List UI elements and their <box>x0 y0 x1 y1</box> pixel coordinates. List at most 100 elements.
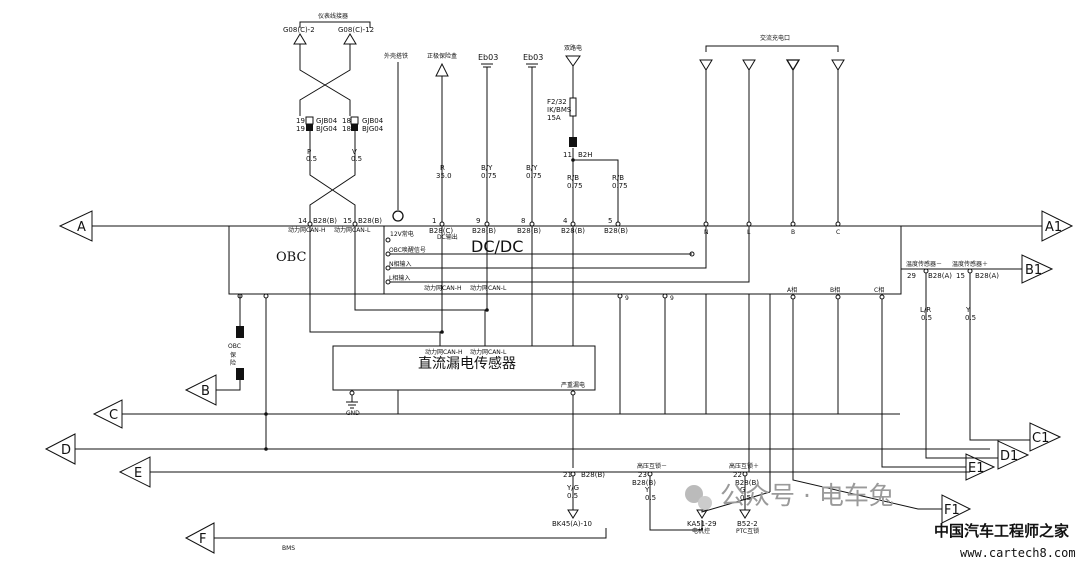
watermark-site-url: www.cartech8.com <box>960 546 1076 560</box>
inner-pin-9a: 9 <box>625 295 629 302</box>
fuse-rating: 15A <box>547 114 561 122</box>
b2h-terminal <box>569 137 577 147</box>
wire-rb1-color: R/B <box>567 174 579 182</box>
obc-fuse-label-2: 保 <box>230 351 236 359</box>
obc-n-input-label: N相输入 <box>389 260 412 268</box>
ka51-sub: 电机控 <box>692 527 710 535</box>
ac-port-terminal-c: C <box>831 59 845 236</box>
pin-4: 4 <box>563 217 568 225</box>
leak-severe-label: 严重漏电 <box>561 381 585 389</box>
b52-terminal-icon <box>739 509 751 519</box>
wire-p-size: 0.5 <box>306 155 317 163</box>
phase-c-label: C相 <box>874 286 884 294</box>
fuse-name: F2/32 <box>547 98 567 106</box>
wire-g-size: 0.5 <box>740 494 751 502</box>
obc-label: OBC <box>276 250 306 265</box>
wire-rb2-size: 0.75 <box>612 182 628 190</box>
pin-8-conn: B28(B) <box>517 227 541 235</box>
pin-15b: 15 <box>956 272 965 280</box>
watermark-wechat: 公众号 · 电车兔 <box>720 481 894 510</box>
dual-circuit-label: 双路电 <box>564 44 582 52</box>
svg-text:A: A <box>77 220 86 235</box>
dcdc-label: DC/DC <box>471 237 523 256</box>
wire-r-size: 35.0 <box>436 172 452 180</box>
g08-left-terminal: G08(C)-2 <box>283 26 315 45</box>
wire-v-size: 0.5 <box>351 155 362 163</box>
wire-yg-size: 0.5 <box>567 492 578 500</box>
svg-text:G08(C)-12: G08(C)-12 <box>338 26 374 34</box>
leak-can-h-label: 动力网CAN-H <box>425 348 462 356</box>
leak-sensor-box <box>332 345 596 391</box>
connector-b: B <box>184 374 217 406</box>
svg-text:D1: D1 <box>1000 449 1018 464</box>
pin-8: 8 <box>521 217 525 225</box>
svg-text:18: 18 <box>342 117 351 125</box>
fuse-conn: B2H <box>578 151 593 159</box>
svg-text:G08(C)-2: G08(C)-2 <box>283 26 315 34</box>
pin-22-conn: B28(B) <box>735 479 759 487</box>
pin-14-conn: B28(B) <box>313 217 337 225</box>
wire-g-color: G <box>740 486 745 494</box>
pin-5: 5 <box>608 217 612 225</box>
connector-f1: F1 <box>941 494 972 524</box>
leak-can-l-label: 动力网CAN-L <box>470 348 507 356</box>
wire-v-color: V <box>352 148 357 156</box>
svg-text:E1: E1 <box>968 461 985 476</box>
wire-rb1-size: 0.75 <box>567 182 583 190</box>
obc-can-h-label: 动力网CAN-H <box>288 226 325 234</box>
temp-sensor-pos-label: 温度传感器＋ <box>952 260 988 268</box>
pin-29-conn: B28(A) <box>928 272 952 280</box>
obc-can-l-label: 动力网CAN-L <box>334 226 371 234</box>
ac-port-terminal-b: B <box>785 59 801 236</box>
temp-sensor-neg-label: 温度传感器－ <box>906 260 942 268</box>
svg-text:18: 18 <box>342 125 351 133</box>
obc-can-h-lower: 动力网CAN-H <box>424 284 461 292</box>
pin-1-desc: DC输出 <box>437 233 458 241</box>
svg-text:B: B <box>201 384 210 399</box>
wire-r-color: R <box>440 164 445 172</box>
watermark-site-cn: 中国汽车工程师之家 <box>934 522 1069 540</box>
pin-29: 29 <box>907 272 916 280</box>
wire-rb2-color: R/B <box>612 174 624 182</box>
svg-text:B: B <box>791 229 795 236</box>
obc-l-input-label: L相输入 <box>389 274 410 282</box>
wire-yg-color: Y/G <box>566 484 579 492</box>
svg-text:E: E <box>134 466 142 481</box>
fuse-desc: IK/BMS <box>547 106 572 114</box>
pin-21: 21 <box>563 471 572 479</box>
obc-fuse-label-1: OBC <box>228 343 241 350</box>
ka51-terminal-icon <box>696 509 708 519</box>
housing-ground-label: 外壳搭铁 <box>384 52 408 60</box>
b52-label: B52-2 <box>737 520 758 528</box>
pin-22: 22 <box>733 471 742 479</box>
pin-1-conn: B28(C) <box>429 227 453 235</box>
gjb04-left-terminal: 19 19 GJB04 BJG04 <box>296 116 338 133</box>
svg-text:BJG04: BJG04 <box>316 125 338 133</box>
svg-text:19: 19 <box>296 117 305 125</box>
wire-by1-color: B/Y <box>481 164 493 172</box>
wire-y2-color: Y <box>644 486 650 494</box>
pin-9: 9 <box>476 217 480 225</box>
ka51-label: KA51-29 <box>687 520 717 528</box>
bk45-label: BK45(A)-10 <box>552 520 592 528</box>
svg-text:C: C <box>109 408 118 423</box>
obc-fuse-terminal-top <box>236 326 244 338</box>
connector-d: D <box>44 433 76 465</box>
connector-e: E <box>118 456 151 488</box>
bk45-terminal-icon <box>567 509 579 519</box>
wire-y-size: 0.5 <box>965 314 976 322</box>
pin-21-conn: B28(B) <box>581 471 605 479</box>
connector-b1: B1 <box>1021 254 1054 284</box>
gjb04-right-terminal: 18 18 GJB04 BJG04 <box>342 116 384 133</box>
svg-text:D: D <box>61 443 71 458</box>
eb03-ground-b: Eb03 <box>523 53 543 222</box>
ac-port-terminal-n: N <box>699 59 713 236</box>
instrument-harness-label: 仪表线接器 <box>318 12 348 20</box>
connector-a: A <box>58 210 93 242</box>
hv-interlock-neg-label: 高压互锁－ <box>637 462 667 470</box>
watermark: 公众号 · 电车兔 中国汽车工程师之家 www.cartech8.com <box>685 481 1076 560</box>
leak-sensor-label: 直流漏电传感器 <box>418 355 516 372</box>
hv-interlock-pos-label: 高压互锁＋ <box>729 462 759 470</box>
